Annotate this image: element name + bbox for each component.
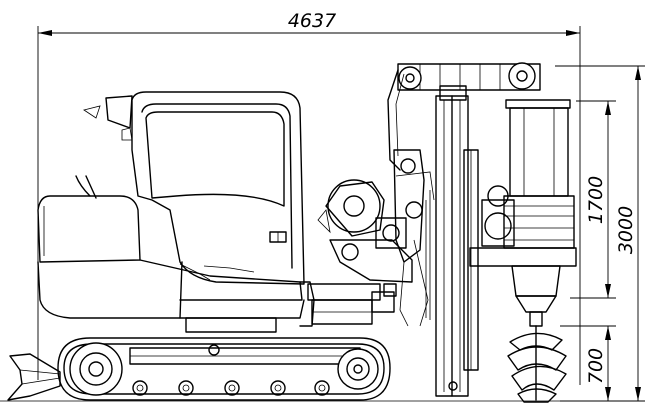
overall-length-label: 4637 xyxy=(288,10,336,32)
lower-section-label: 700 xyxy=(585,348,607,384)
mast-height-dimension: 3000 xyxy=(555,65,645,402)
auger xyxy=(507,325,567,403)
machine-body xyxy=(37,175,315,333)
linkage-assembly xyxy=(307,149,435,327)
upper-section-dimension: 1700 xyxy=(570,100,616,299)
dozer-blade xyxy=(7,353,61,401)
drive-motor xyxy=(469,99,577,327)
mast-height-label: 3000 xyxy=(615,206,637,254)
mast xyxy=(435,85,479,397)
lower-section-dimension: 700 xyxy=(560,325,616,401)
mast-crown xyxy=(387,62,541,171)
cab xyxy=(83,91,305,285)
upper-section-label: 1700 xyxy=(585,176,607,224)
track-undercarriage xyxy=(57,337,391,401)
overall-length-dimension: 4637 xyxy=(37,10,581,385)
